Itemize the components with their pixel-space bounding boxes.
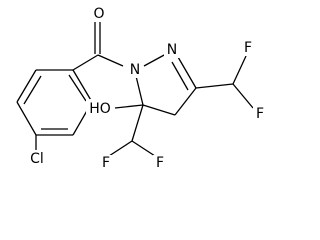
bond-chf2-f2 — [232, 83, 254, 109]
bond-c5-oh — [114, 104, 144, 109]
atom-fluorine-4: F — [156, 155, 164, 171]
bond-c3-c4 — [174, 87, 197, 116]
bond-ring-2 — [16, 69, 37, 103]
bond-chf2-f3 — [108, 140, 133, 157]
bond-chf2-f4 — [131, 140, 156, 157]
bond-n2-c3-double-1 — [177, 56, 197, 89]
atom-chlorine: Cl — [30, 151, 44, 167]
bonds — [16, 22, 254, 157]
bond-ring-6 — [72, 69, 93, 103]
bond-c5-chf2 — [131, 104, 144, 142]
bond-c5-n1 — [135, 75, 144, 106]
bond-carbonyl-aryl — [72, 54, 99, 71]
atom-labels: O N N HO Cl F F F F — [27, 6, 267, 171]
atom-fluorine-1: F — [244, 40, 252, 56]
bond-n2-c3-double-2 — [171, 61, 189, 91]
atom-oxygen-carbonyl: O — [93, 6, 104, 22]
bond-c4-c5 — [142, 104, 176, 116]
bond-chf2-f1 — [232, 55, 247, 85]
atom-fluorine-3: F — [102, 155, 110, 171]
atom-nitrogen-2: N — [167, 42, 177, 58]
atom-hydroxyl: HO — [89, 101, 111, 117]
chemical-structure: O N N HO Cl F F F F — [16, 6, 267, 171]
atom-nitrogen-1: N — [130, 62, 140, 78]
bond-ring-3 — [16, 101, 37, 136]
bond-ring-inner-3 — [68, 74, 87, 102]
atom-fluorine-2: F — [256, 106, 264, 122]
bond-ring-inner-1 — [23, 75, 42, 105]
bond-n1-n2 — [143, 53, 167, 67]
bond-c3-chf2 — [195, 83, 234, 89]
bond-carbonyl-n1 — [97, 54, 124, 67]
